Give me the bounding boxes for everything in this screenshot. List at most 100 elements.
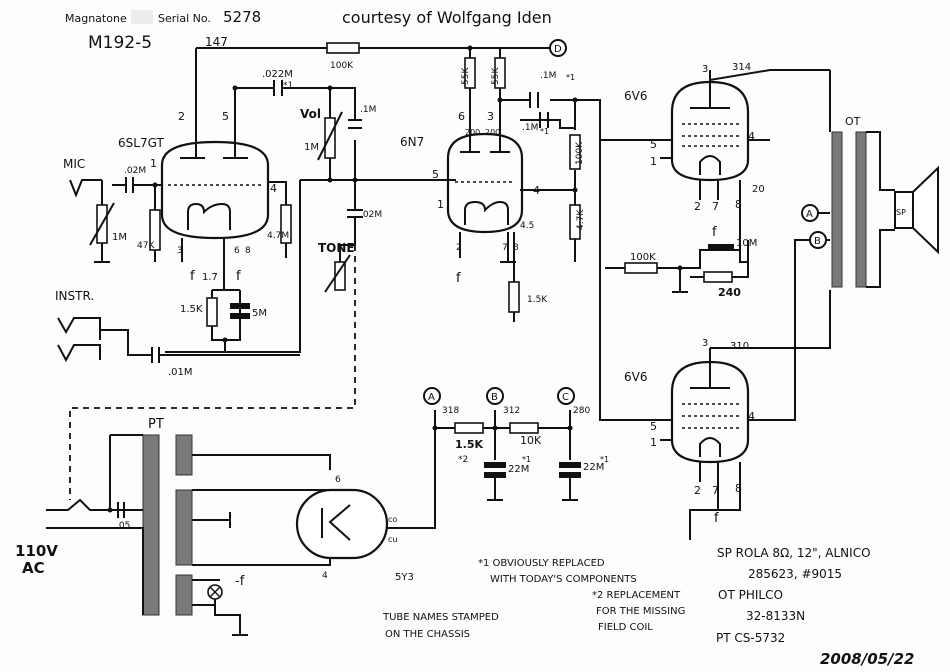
voltage-200a: 200 xyxy=(465,128,480,137)
plate-resistor-a-label: 55K xyxy=(461,67,471,85)
node-b-top-label: B xyxy=(814,236,821,247)
pin-3b: 3 xyxy=(487,110,494,123)
cathode-cap-label: 5M xyxy=(252,308,267,319)
ot-spec-line2: 32-8133N xyxy=(746,609,805,623)
tube-6v6-top-label: 6V6 xyxy=(624,89,647,103)
tone-label: TONE xyxy=(318,241,355,255)
filter-r1-label: 1.5K xyxy=(455,438,483,451)
heater-f5: f xyxy=(714,511,719,526)
pin-4b: 4 xyxy=(533,184,540,197)
header: Magnatone Serial No. 5278 M192-5 courtes… xyxy=(65,8,914,668)
feedback-resistor-label: 100K xyxy=(330,61,354,71)
coupling-cap-2-note: *1 xyxy=(566,73,575,82)
mic-label: MIC xyxy=(63,157,85,171)
brand-label: Magnatone xyxy=(65,12,127,25)
node-a-bottom-label: A xyxy=(428,392,435,403)
pin-1c: 1 xyxy=(650,155,657,168)
node-b-bottom-label: B xyxy=(491,392,498,403)
notes: *1 OBVIOUSLY REPLACED WITH TODAY'S COMPO… xyxy=(382,546,871,645)
pin-1d: 1 xyxy=(650,436,657,449)
grid-resistor-6v6-label: 100K xyxy=(575,141,585,165)
filter-c1-note: *1 xyxy=(522,455,531,464)
tube-6n7: 6N7 6 3 200 200 5 1 4 2 7 8 4.5 f xyxy=(400,110,540,286)
voltage-4-5: 4.5 xyxy=(520,221,534,231)
node-c-bottom-label: C xyxy=(562,392,569,403)
voltage-20: 20 xyxy=(752,184,765,195)
tube-6v6-top: 6V6 3 314 5 1 4 2 7 8 20 xyxy=(624,62,830,263)
mains-cap-label: .05 xyxy=(116,521,130,531)
node-a-bottom xyxy=(423,387,441,405)
pin-1b: 1 xyxy=(437,198,444,211)
bias-cap-label: 10M xyxy=(736,238,757,249)
pin-5b: 5 xyxy=(432,168,439,181)
grid-resistor-6v6b-label: 4.7K xyxy=(576,209,586,230)
pin-8c: 8 xyxy=(735,198,742,211)
pin-5a: 5 xyxy=(222,110,229,123)
rectifier-label: 5Y3 xyxy=(395,572,414,583)
node-d-label: D xyxy=(554,44,562,55)
mic-input: MIC 1M .02M 47K xyxy=(63,157,162,263)
instrument-cap-label: .01M xyxy=(168,367,193,378)
driver-cathode-label: 1.5K xyxy=(527,295,548,305)
pin-6b: 6 xyxy=(458,110,465,123)
note2-line1: *2 REPLACEMENT xyxy=(592,590,681,601)
junction-dots xyxy=(107,45,683,513)
node-b-bottom xyxy=(486,387,504,405)
coupling-cap-1: .022M *1 xyxy=(262,69,293,96)
coupling-cap-3-label: .1M xyxy=(522,123,538,133)
bias-resistor-2-label: 240 xyxy=(718,286,741,299)
tube-6sl7gt: 6SL7GT 2 5 1 4 3 6 8 f f 1.7 xyxy=(118,110,277,284)
output-transformer: OT A B xyxy=(801,70,895,288)
speaker-spec-line2: 285623, #9015 xyxy=(748,567,842,581)
rectifier-5y3: 6 4 co cu 5Y3 xyxy=(295,420,436,583)
mains-ac-label: AC xyxy=(22,559,45,577)
heater-f3: f xyxy=(456,271,461,286)
voltage-200b: 200 xyxy=(485,128,500,137)
tube-6sl7gt-label: 6SL7GT xyxy=(118,136,164,150)
mic-pot-label: 1M xyxy=(112,232,127,243)
instrument-label: INSTR. xyxy=(55,289,94,303)
coupling-cap-3-note: *1 xyxy=(540,127,549,136)
tube-6n7-label: 6N7 xyxy=(400,135,424,149)
note2-line3: FIELD COIL xyxy=(598,622,653,633)
note1-line2: WITH TODAY'S COMPONENTS xyxy=(490,574,637,585)
coupling-cap-2-label: .1M xyxy=(540,71,556,81)
speaker-spec-line1: SP ROLA 8Ω, 12", ALNICO xyxy=(717,546,871,560)
pin-4c: 4 xyxy=(748,130,755,143)
driver-coupling-caps: .1M *1 .1M *1 100K 4.7K xyxy=(522,71,645,421)
tone-control: .02M TONE xyxy=(69,180,382,500)
filter-c1-label: 22M xyxy=(508,464,529,475)
filter-r2-label: 10K xyxy=(520,434,542,447)
pin-8a: 8 xyxy=(245,246,251,256)
pin-8d: 8 xyxy=(735,482,742,495)
coupling-cap-1-note: *1 xyxy=(283,81,293,91)
power-supply: PT .05 110V AC -f xyxy=(15,417,331,636)
rect-pin-6: 6 xyxy=(335,475,341,485)
grid-resistor-label: 4.7M xyxy=(267,231,289,241)
voltage-280: 280 xyxy=(573,406,590,416)
voltage-1-7: 1.7 xyxy=(202,272,218,283)
pin-2c: 2 xyxy=(694,200,701,213)
node-b-top xyxy=(809,231,827,249)
pin-5d: 5 xyxy=(650,420,657,433)
pin-4a: 4 xyxy=(270,182,277,195)
driver-plate-resistors: 55K 55K 1.5K xyxy=(418,57,548,322)
speaker-label: SP xyxy=(896,208,906,217)
mic-cap-label: .02M xyxy=(124,166,146,176)
node-a-top-label: A xyxy=(806,209,813,220)
volume-pot-label: 1M xyxy=(304,142,319,153)
volume-label: Vol xyxy=(300,107,321,121)
pin-8b: 8 xyxy=(513,243,519,253)
voltage-318: 318 xyxy=(442,406,459,416)
date-label: 2008/05/22 xyxy=(820,650,914,668)
pin-2a: 2 xyxy=(178,110,185,123)
tube-names-line2: ON THE CHASSIS xyxy=(385,629,470,640)
filter-c2-label: 22M xyxy=(583,462,604,473)
note2-line2: FOR THE MISSING xyxy=(596,606,685,617)
pin-7d: 7 xyxy=(712,484,719,497)
feedback-resistor: 100K D 147 xyxy=(205,35,567,71)
serial-number: 5278 xyxy=(223,8,261,26)
cathode-resistor-label: 1.5K xyxy=(180,304,203,315)
